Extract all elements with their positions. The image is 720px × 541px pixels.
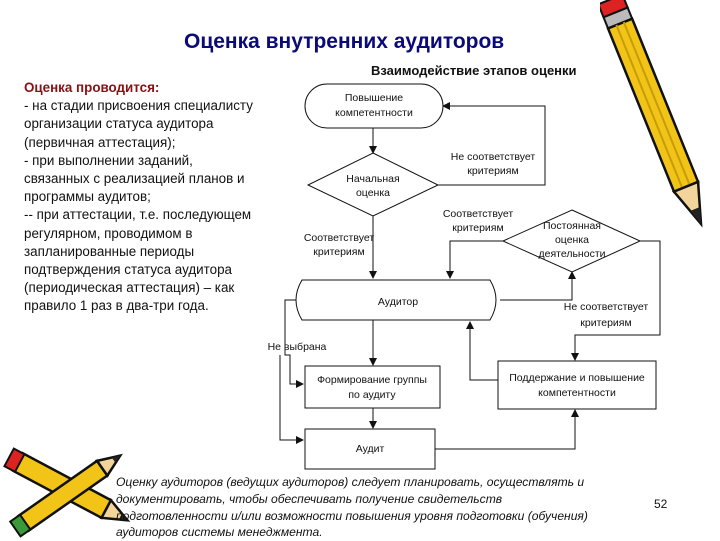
edge-label-not-chosen: Не выбрана bbox=[268, 341, 327, 353]
description-line: подтверждения статуса аудитора bbox=[24, 262, 232, 278]
description-line: (первичная аттестация); bbox=[24, 134, 176, 150]
description-line: -- при аттестации, т.е. последующем bbox=[24, 207, 252, 223]
continuous-assessment-label: оценка bbox=[555, 234, 589, 246]
edge-label-meets-left: критериям bbox=[313, 246, 364, 258]
footnote-line: Оценку аудиторов (ведущих аудиторов) сле… bbox=[116, 475, 585, 489]
maintain-improve-box bbox=[497, 360, 657, 410]
initial-assessment-label: Начальная bbox=[346, 173, 399, 185]
page-title: Оценка внутренних аудиторов bbox=[184, 30, 505, 53]
continuous-assessment-diamond bbox=[501, 209, 642, 273]
footnote-line: подготовленности и/или возможности повыш… bbox=[116, 508, 588, 523]
pencil-top-right-icon bbox=[600, 0, 703, 228]
form-group-label: по аудиту bbox=[348, 389, 396, 401]
footnote-line: документировать, чтобы обеспечивать полу… bbox=[116, 491, 503, 506]
edge-label-not-meets-right: критериям bbox=[580, 317, 631, 329]
assessment-heading: Оценка проводится: bbox=[24, 80, 160, 95]
description-line: запланированные периоды bbox=[24, 243, 195, 259]
crossed-pencils-icon bbox=[3, 447, 131, 538]
continuous-assessment-label: деятельности bbox=[539, 248, 606, 260]
improve-competence-box bbox=[304, 83, 444, 129]
description-line: организации статуса аудитора bbox=[24, 116, 214, 132]
form-group-box bbox=[304, 365, 441, 409]
maintain-improve-label: Поддержание и повышение bbox=[509, 372, 645, 384]
description-line: (периодическая аттестация) – как bbox=[24, 280, 235, 296]
edge-label-not-meets-top: критериям bbox=[467, 165, 518, 177]
maintain-improve-label: компетентности bbox=[538, 387, 616, 399]
description-line: связанных с реализацией планов и bbox=[24, 171, 245, 187]
edge-label-meets-center: критериям bbox=[452, 222, 503, 234]
edge-label-meets-center: Соответствует bbox=[443, 208, 514, 220]
footnote: Оценку аудиторов (ведущих аудиторов) сле… bbox=[116, 474, 676, 541]
audit-box bbox=[304, 428, 436, 470]
initial-assessment-label: оценка bbox=[356, 187, 390, 199]
page-number: 52 bbox=[654, 497, 668, 511]
continuous-assessment-label: Постоянная bbox=[543, 220, 601, 232]
edge-label-not-meets-top: Не соответствует bbox=[451, 151, 536, 163]
description-line: - на стадии присвоения специалисту bbox=[24, 98, 253, 114]
edge-label-not-meets-right: Не соответствует bbox=[564, 301, 649, 313]
assessment-description: Оценка проводится: - на стадии присвоени… bbox=[24, 79, 324, 316]
edge-label-meets-left: Соответствует bbox=[304, 232, 375, 244]
description-line: регулярном, проводимом в bbox=[24, 225, 193, 241]
auditor-label: Аудитор bbox=[378, 296, 418, 308]
footnote-line: аудиторов системы менеджмента. bbox=[116, 525, 323, 540]
flowchart-subtitle: Взаимодействие этапов оценки bbox=[371, 63, 577, 78]
description-line: правило 1 раз в два-три года. bbox=[24, 298, 209, 314]
improve-competence-label: компетентности bbox=[335, 107, 413, 119]
auditor-box bbox=[295, 279, 497, 321]
improve-competence-label: Повышение bbox=[345, 92, 403, 104]
description-line: программы аудитов; bbox=[24, 189, 151, 205]
audit-label: Аудит bbox=[356, 443, 385, 455]
form-group-label: Формирование группы bbox=[317, 374, 427, 386]
description-line: - при выполнении заданий, bbox=[24, 152, 193, 168]
initial-assessment-diamond bbox=[306, 152, 440, 217]
